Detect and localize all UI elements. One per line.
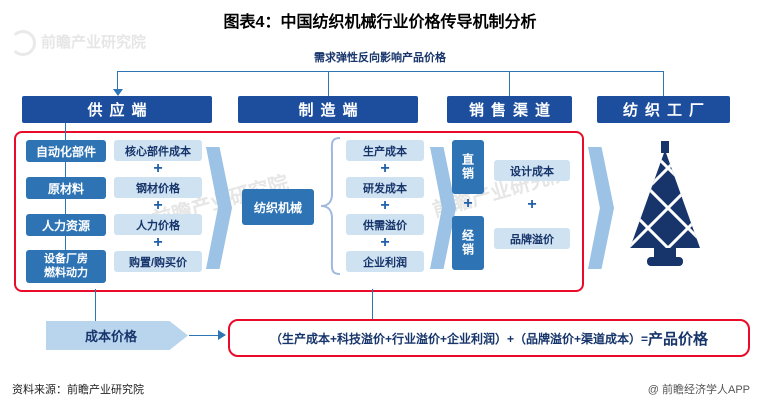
manufacturing-cost-rnd: 研发成本 [346, 177, 424, 198]
feedback-line [117, 71, 118, 90]
brace-icon [320, 137, 341, 275]
sales-cost-brand-premium: 品牌溢价 [494, 228, 570, 249]
supply-cost-purchase-price: 购置/购买价 [114, 251, 202, 272]
page-title: 图表4：中国纺织机械行业价格传导机制分析 [223, 14, 537, 31]
arrow-right-icon [218, 330, 226, 340]
plus-icon: + [380, 197, 390, 214]
connector-line [372, 289, 373, 320]
connector-line [65, 236, 66, 250]
feedback-line [117, 71, 663, 72]
plus-icon: + [380, 234, 390, 251]
supply-input-equipment-energy: 设备厂房 燃料动力 [26, 250, 106, 283]
supply-cost-steel-price: 钢材价格 [114, 177, 202, 198]
connector-line [65, 162, 66, 177]
header-sales: 销售渠道 [447, 96, 572, 123]
plus-icon: + [527, 196, 537, 213]
header-supply: 供应端 [22, 96, 212, 123]
feedback-line [328, 71, 329, 96]
manufacturing-cost-profit: 企业利润 [346, 251, 424, 272]
chevron-right-icon [588, 147, 614, 269]
sales-channel-distribution: 经销 [452, 216, 484, 270]
formula-result: 产品价格 [648, 330, 709, 348]
brand-credit: @ 前瞻经济学人APP [647, 384, 750, 396]
header-manufacturing: 制造端 [238, 96, 418, 123]
connector-line [65, 123, 66, 140]
feedback-line [663, 71, 664, 96]
sales-channel-direct: 直销 [452, 140, 484, 194]
plus-icon: + [380, 160, 390, 177]
formula-expression: （生产成本+科技溢价+行业溢价+企业利润）+（品牌溢价+渠道成本）= [269, 331, 649, 346]
supply-input-labor: 人力资源 [26, 214, 106, 236]
price-formula-box: （生产成本+科技溢价+行业溢价+企业利润）+（品牌溢价+渠道成本）=产品价格 [228, 319, 750, 357]
connector-line [65, 199, 66, 214]
plus-icon: + [153, 160, 163, 177]
supply-cost-core-parts: 核心部件成本 [114, 140, 202, 161]
yarn-spool-icon [630, 141, 700, 266]
plus-icon: + [463, 195, 473, 212]
plus-icon: + [153, 197, 163, 214]
supply-cost-labor-price: 人力价格 [114, 214, 202, 235]
connector-line [95, 289, 96, 322]
source-note: 资料来源：前瞻产业研究院 [12, 384, 144, 396]
sales-cost-design: 设计成本 [494, 160, 570, 181]
cost-price-ribbon: 成本价格 [46, 321, 188, 350]
cost-structure-frame [14, 131, 584, 292]
supply-input-automation: 自动化部件 [26, 140, 106, 162]
manufacturing-cost-supply-demand-premium: 供需溢价 [346, 214, 424, 235]
connector-line [189, 335, 219, 336]
feedback-line [509, 71, 510, 96]
arrow-down-icon [113, 89, 123, 96]
plus-icon: + [153, 234, 163, 251]
supply-input-raw-materials: 原材料 [26, 177, 106, 199]
manufacturing-cost-production: 生产成本 [346, 140, 424, 161]
header-factory: 纺织工厂 [597, 96, 730, 123]
manufacturing-product: 纺织机械 [242, 189, 314, 225]
feedback-label: 需求弹性反向影响产品价格 [314, 52, 446, 64]
